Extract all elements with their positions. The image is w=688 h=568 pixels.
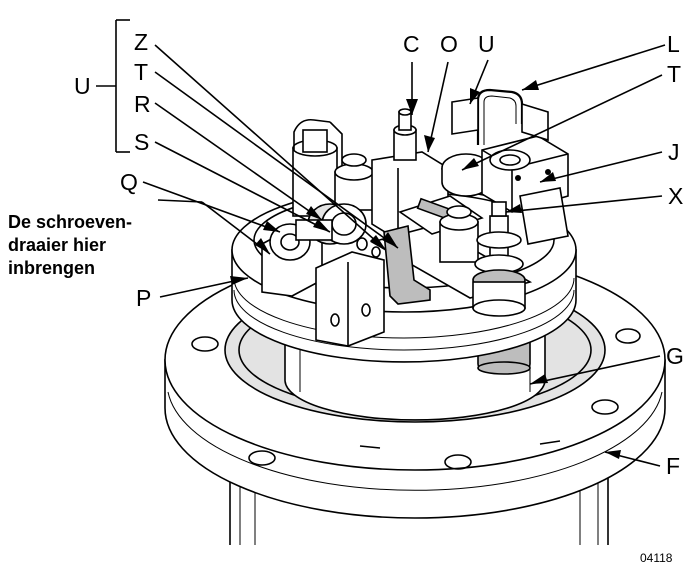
note-line-3: inbrengen (8, 258, 95, 278)
callout-u-left: U (74, 73, 91, 99)
callout-u-top: U (478, 31, 495, 57)
callout-r: R (134, 91, 151, 117)
u-bracket (96, 19, 130, 153)
callout-x: X (668, 183, 683, 209)
figure-code: 04118 (640, 551, 673, 565)
callout-q: Q (120, 169, 138, 195)
note-line-2: draaier hier (8, 235, 106, 255)
callout-labels: Z T R S U Q P C O U L T J X G F (74, 29, 684, 479)
callout-l: L (667, 31, 680, 57)
callout-p: P (136, 285, 151, 311)
note-line-1: De schroeven- (8, 212, 132, 232)
callout-f: F (666, 453, 680, 479)
callout-c: C (403, 31, 420, 57)
callout-s: S (134, 129, 149, 155)
callout-z: Z (134, 29, 148, 55)
callout-t-right: T (667, 61, 681, 87)
callout-t-left: T (134, 59, 148, 85)
mechanism (261, 88, 569, 347)
arrowheads (230, 80, 621, 459)
callout-g: G (666, 343, 684, 369)
screwdriver-note: De schroeven- draaier hier inbrengen (8, 212, 132, 278)
callout-j: J (668, 139, 680, 165)
callout-o: O (440, 31, 458, 57)
